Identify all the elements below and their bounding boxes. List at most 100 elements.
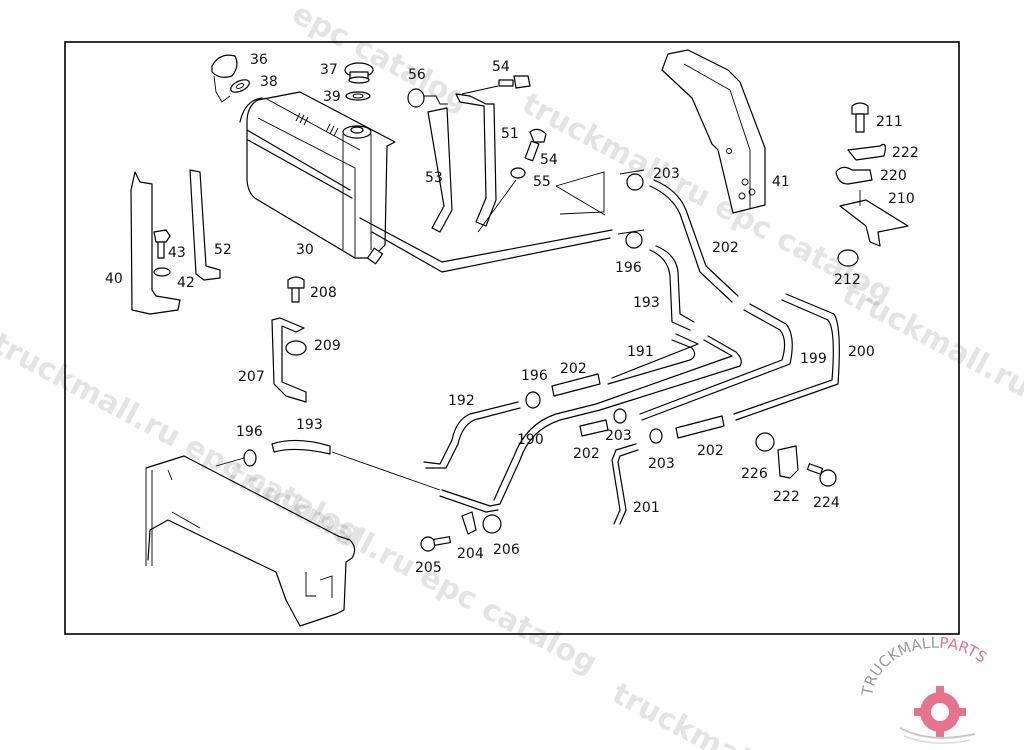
callout-37: 37 bbox=[320, 62, 338, 78]
part-203-clamp[interactable] bbox=[619, 169, 645, 191]
part-206-nut[interactable] bbox=[482, 514, 502, 534]
part-190-pipe-edge bbox=[493, 339, 733, 501]
callout-193: 193 bbox=[296, 417, 323, 433]
callout-203: 203 bbox=[605, 428, 632, 444]
part-55-washer[interactable] bbox=[477, 167, 526, 233]
callout-42: 42 bbox=[177, 275, 195, 291]
part-38-seal-ring[interactable] bbox=[229, 77, 251, 95]
part-53-strap[interactable] bbox=[427, 93, 497, 233]
logo-swoosh bbox=[903, 735, 971, 744]
callout-40: 40 bbox=[105, 271, 123, 287]
callout-204: 204 bbox=[457, 546, 484, 562]
part-222-clip[interactable] bbox=[847, 143, 886, 161]
callout-56: 56 bbox=[408, 67, 426, 83]
part-54-bolt[interactable] bbox=[461, 75, 531, 95]
part-208-bolt[interactable] bbox=[287, 276, 305, 303]
part-190-pipe-end[interactable] bbox=[439, 489, 501, 513]
part-205-bolt[interactable] bbox=[420, 536, 451, 552]
part-211-bolt[interactable] bbox=[851, 102, 869, 133]
part-193-hose[interactable] bbox=[271, 439, 441, 491]
part-42-washer[interactable] bbox=[153, 267, 171, 277]
callout-200: 200 bbox=[848, 344, 875, 360]
watermark-text: truckmall.ru bbox=[606, 676, 806, 750]
callout-202: 202 bbox=[697, 443, 724, 459]
part-51-bolt[interactable] bbox=[524, 128, 547, 162]
part-199-pipe[interactable] bbox=[639, 309, 786, 415]
callout-206: 206 bbox=[493, 542, 520, 558]
part-203-clamp[interactable] bbox=[649, 428, 663, 444]
part-204-clip[interactable] bbox=[461, 511, 477, 535]
part-36-filler-cap[interactable] bbox=[211, 54, 238, 103]
callout-211: 211 bbox=[876, 114, 903, 130]
callout-39: 39 bbox=[323, 89, 341, 105]
part-196-clamp[interactable] bbox=[525, 391, 541, 409]
part-202-hose-short[interactable] bbox=[579, 419, 609, 437]
tank-pipe-lower bbox=[371, 231, 611, 273]
part-212-nut[interactable] bbox=[837, 249, 859, 267]
part-207-bracket[interactable] bbox=[271, 317, 307, 403]
truckmallparts-logo[interactable]: TRUCKMALLPARTS bbox=[858, 634, 1000, 744]
callout-208: 208 bbox=[310, 285, 337, 301]
part-52-bracket[interactable] bbox=[189, 169, 221, 281]
part-222-clip[interactable] bbox=[777, 445, 799, 479]
callout-193: 193 bbox=[633, 295, 660, 311]
part-226-nut[interactable] bbox=[755, 432, 775, 452]
callout-202: 202 bbox=[560, 361, 587, 377]
radiator-outline bbox=[145, 455, 356, 627]
part-220-clip[interactable] bbox=[835, 166, 873, 185]
part-193-hose[interactable] bbox=[649, 245, 695, 331]
callout-201: 201 bbox=[633, 500, 660, 516]
part-202-hose-short[interactable] bbox=[551, 373, 601, 397]
callout-196: 196 bbox=[236, 424, 263, 440]
callout-224: 224 bbox=[813, 495, 840, 511]
part-209-nut[interactable] bbox=[285, 340, 307, 356]
part-191-pipe-edge bbox=[611, 333, 699, 379]
gear-icon bbox=[914, 686, 966, 738]
part-190-pipe[interactable] bbox=[499, 335, 742, 505]
part-202-hose-short[interactable] bbox=[675, 415, 725, 439]
leader-line bbox=[555, 185, 606, 216]
part-203-clamp[interactable] bbox=[613, 408, 627, 424]
callout-54: 54 bbox=[540, 152, 558, 168]
part-37-cap[interactable] bbox=[344, 62, 374, 84]
part-201-pipe[interactable] bbox=[611, 443, 639, 525]
logo-text: TRUCKMALLPARTS bbox=[858, 634, 990, 698]
part-56-nut[interactable] bbox=[407, 88, 448, 108]
part-202-hose[interactable] bbox=[649, 179, 739, 303]
logo-text-truckmall: TRUCKMALL bbox=[858, 634, 940, 698]
callout-207: 207 bbox=[238, 369, 265, 385]
callout-192: 192 bbox=[448, 393, 475, 409]
part-41-bracket[interactable] bbox=[661, 49, 766, 214]
callout-38: 38 bbox=[260, 74, 278, 90]
part-191-pipe[interactable] bbox=[607, 339, 696, 385]
tank-pipe-upper bbox=[359, 217, 613, 263]
logo-text-parts: PARTS bbox=[939, 634, 991, 667]
callout-55: 55 bbox=[533, 174, 551, 190]
part-224-bolt[interactable] bbox=[806, 463, 837, 487]
part-196-clamp[interactable] bbox=[215, 449, 257, 467]
part-40-bracket[interactable] bbox=[130, 171, 181, 315]
watermark-text: truckmall.ru bbox=[836, 276, 1024, 404]
part-200-pipe[interactable] bbox=[733, 299, 834, 415]
callout-226: 226 bbox=[741, 466, 768, 482]
callout-202: 202 bbox=[712, 240, 739, 256]
part-210-plate[interactable] bbox=[839, 190, 909, 247]
part-192-pipe[interactable] bbox=[423, 401, 521, 469]
part-200-pipe-edge bbox=[735, 293, 840, 421]
callout-205: 205 bbox=[415, 560, 442, 576]
callout-210: 210 bbox=[888, 191, 915, 207]
callout-51: 51 bbox=[501, 126, 519, 142]
part-43-bolt[interactable] bbox=[153, 229, 171, 259]
part-196-clamp[interactable] bbox=[617, 229, 645, 249]
diagram-frame bbox=[64, 41, 960, 635]
part-39-washer[interactable] bbox=[345, 91, 371, 101]
callout-30: 30 bbox=[296, 242, 314, 258]
callout-199: 199 bbox=[800, 351, 827, 367]
expansion-tank[interactable] bbox=[239, 91, 396, 265]
callout-191: 191 bbox=[627, 344, 654, 360]
part-199-pipe-edge bbox=[641, 303, 793, 421]
callout-220: 220 bbox=[880, 168, 907, 184]
callout-53: 53 bbox=[425, 170, 443, 186]
callout-203: 203 bbox=[653, 166, 680, 182]
